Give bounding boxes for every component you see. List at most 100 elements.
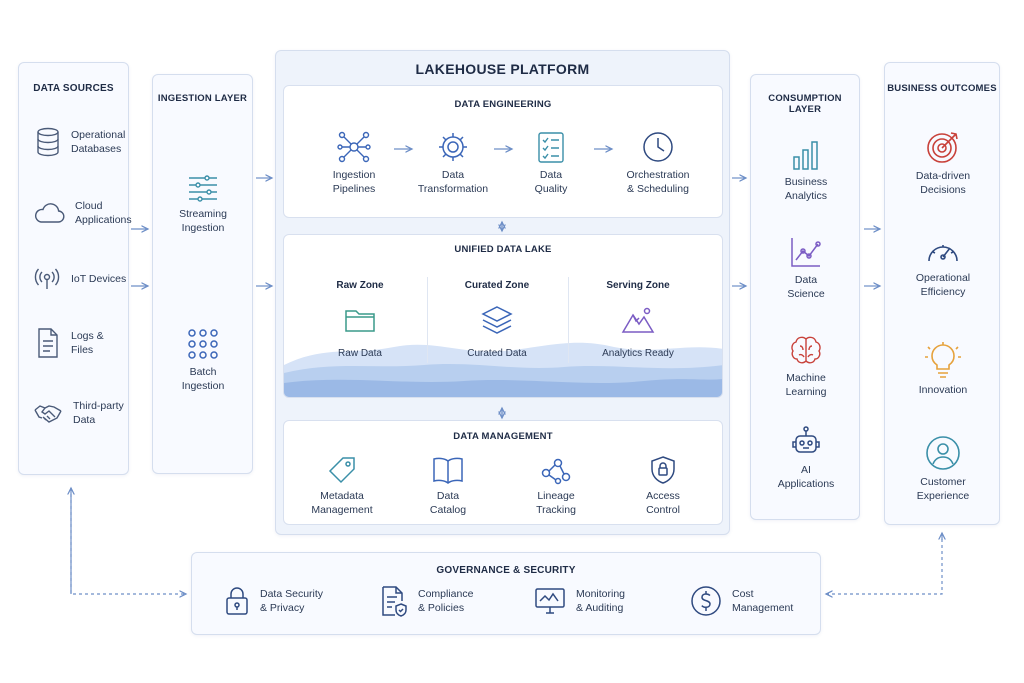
zone-divider: [427, 277, 428, 363]
ingestion-title: INGESTION LAYER: [157, 93, 248, 104]
cloud-icon: [33, 201, 65, 225]
source-label: Cloud Applications: [75, 200, 132, 226]
dm-lineage-tracking[interactable]: Lineage Tracking: [501, 455, 611, 517]
outcome-data-driven-decisions[interactable]: Data-driven Decisions: [888, 129, 998, 197]
dm-metadata-management[interactable]: Metadata Management: [287, 455, 397, 517]
consumption-label: Business Analytics: [784, 176, 828, 202]
document-check-icon: [380, 585, 408, 617]
padlock-icon: [224, 585, 250, 617]
governance-panel: GOVERNANCE & SECURITY Data Security & Pr…: [191, 552, 821, 635]
data-management-panel: DATA MANAGEMENT Metadata Management Data…: [283, 420, 723, 525]
gov-label: Monitoring & Auditing: [576, 588, 626, 614]
data-sources-title: DATA SOURCES: [33, 83, 114, 94]
file-icon: [35, 327, 61, 359]
lightbulb-icon: [925, 341, 961, 379]
source-third-party-data[interactable]: Third-party Data: [33, 399, 124, 427]
robot-icon: [790, 425, 822, 459]
consumption-ai-applications[interactable]: AI Applications: [751, 425, 861, 491]
raw-zone-sub: Raw Data: [338, 348, 382, 359]
gear-icon: [436, 130, 470, 164]
governance-title: GOVERNANCE & SECURITY: [436, 565, 576, 576]
outcome-innovation[interactable]: Innovation: [888, 341, 998, 397]
zone-divider: [568, 277, 569, 363]
de-data-quality[interactable]: Data Quality: [496, 130, 606, 196]
curated-zone-title: Curated Zone: [464, 280, 530, 291]
curated-zone-sub: Curated Data: [467, 348, 527, 359]
de-label: Data Transformation: [417, 169, 489, 195]
ingestion-label: Streaming Ingestion: [179, 208, 227, 234]
outcome-label: Operational Efficiency: [915, 272, 971, 298]
tag-icon: [327, 455, 357, 485]
outcome-label: Customer Experience: [916, 476, 970, 502]
consumption-panel: CONSUMPTION LAYER Business Analytics Dat…: [750, 74, 860, 520]
batch-grid-icon: [186, 327, 220, 361]
platform-title: LAKEHOUSE PLATFORM: [415, 61, 590, 77]
target-icon: [925, 129, 961, 165]
dm-label: Data Catalog: [429, 490, 467, 516]
layers-icon: [481, 305, 513, 335]
de-label: Orchestration & Scheduling: [626, 169, 690, 195]
ingestion-streaming[interactable]: Streaming Ingestion: [148, 173, 258, 235]
lake-water-illustration: [284, 342, 722, 397]
gauge-icon: [925, 235, 961, 267]
outcome-label: Innovation: [918, 384, 968, 396]
dm-label: Access Control: [646, 490, 680, 516]
serving-zone-sub: Analytics Ready: [602, 348, 674, 359]
source-iot-devices[interactable]: IoT Devices: [33, 265, 126, 293]
mountain-chart-icon: [621, 305, 655, 335]
gov-compliance[interactable]: Compliance & Policies: [380, 585, 473, 617]
consumption-business-analytics[interactable]: Business Analytics: [751, 137, 861, 203]
folder-icon: [344, 307, 376, 333]
consumption-label: Data Science: [787, 274, 825, 300]
checklist-icon: [536, 130, 566, 164]
dm-label: Lineage Tracking: [536, 490, 576, 516]
unified-data-lake-panel: UNIFIED DATA LAKE Raw Zone Raw Data Cura…: [283, 234, 723, 398]
source-label: Third-party Data: [73, 400, 124, 426]
consumption-label: AI Applications: [777, 464, 835, 490]
outcome-customer-experience[interactable]: Customer Experience: [888, 435, 998, 503]
source-cloud-applications[interactable]: Cloud Applications: [33, 199, 132, 227]
database-icon: [35, 127, 61, 157]
de-ingestion-pipelines[interactable]: Ingestion Pipelines: [299, 130, 409, 196]
consumption-machine-learning[interactable]: Machine Learning: [751, 335, 861, 399]
source-label: IoT Devices: [71, 273, 127, 285]
data-lake-title: UNIFIED DATA LAKE: [454, 244, 552, 255]
dollar-icon: [690, 585, 722, 617]
ingestion-batch[interactable]: Batch Ingestion: [148, 327, 258, 393]
source-label: Operational Databases: [71, 129, 126, 155]
de-orchestration[interactable]: Orchestration & Scheduling: [603, 130, 713, 196]
raw-zone-title: Raw Zone: [336, 280, 384, 291]
pipeline-icon: [337, 130, 371, 164]
handshake-icon: [33, 401, 63, 425]
de-data-transformation[interactable]: Data Transformation: [398, 130, 508, 196]
outcomes-title: BUSINESS OUTCOMES: [887, 83, 997, 94]
consumption-title: CONSUMPTION LAYER: [768, 93, 842, 115]
governance-link-right: [826, 533, 943, 594]
outcome-operational-efficiency[interactable]: Operational Efficiency: [888, 235, 998, 299]
source-operational-databases[interactable]: Operational Databases: [35, 127, 125, 157]
streaming-icon: [186, 173, 220, 203]
lock-shield-icon: [649, 455, 677, 485]
gov-monitoring[interactable]: Monitoring & Auditing: [534, 587, 625, 615]
line-chart-icon: [789, 235, 823, 269]
data-engineering-panel: DATA ENGINEERING Ingestion Pipelines Dat…: [283, 85, 723, 218]
gov-data-security[interactable]: Data Security & Privacy: [224, 585, 323, 617]
dm-access-control[interactable]: Access Control: [608, 455, 718, 517]
data-management-title: DATA MANAGEMENT: [453, 431, 553, 442]
outcome-label: Data-driven Decisions: [915, 170, 971, 196]
source-logs-files[interactable]: Logs & Files: [35, 327, 104, 359]
data-engineering-title: DATA ENGINEERING: [454, 99, 552, 110]
iot-icon: [33, 265, 61, 293]
source-label: Logs & Files: [71, 330, 104, 356]
gov-label: Compliance & Policies: [418, 588, 474, 614]
gov-label: Data Security & Privacy: [260, 588, 324, 614]
monitor-icon: [534, 587, 566, 615]
dm-data-catalog[interactable]: Data Catalog: [393, 455, 503, 517]
serving-zone-title: Serving Zone: [606, 280, 670, 291]
gov-cost-management[interactable]: Cost Management: [690, 585, 793, 617]
lineage-icon: [540, 455, 572, 485]
consumption-label: Machine Learning: [785, 372, 827, 398]
ingestion-panel: INGESTION LAYER Streaming Ingestion: [152, 74, 253, 474]
data-sources-panel: DATA SOURCES Operational Databases Cloud…: [18, 62, 132, 475]
consumption-data-science[interactable]: Data Science: [751, 235, 861, 301]
